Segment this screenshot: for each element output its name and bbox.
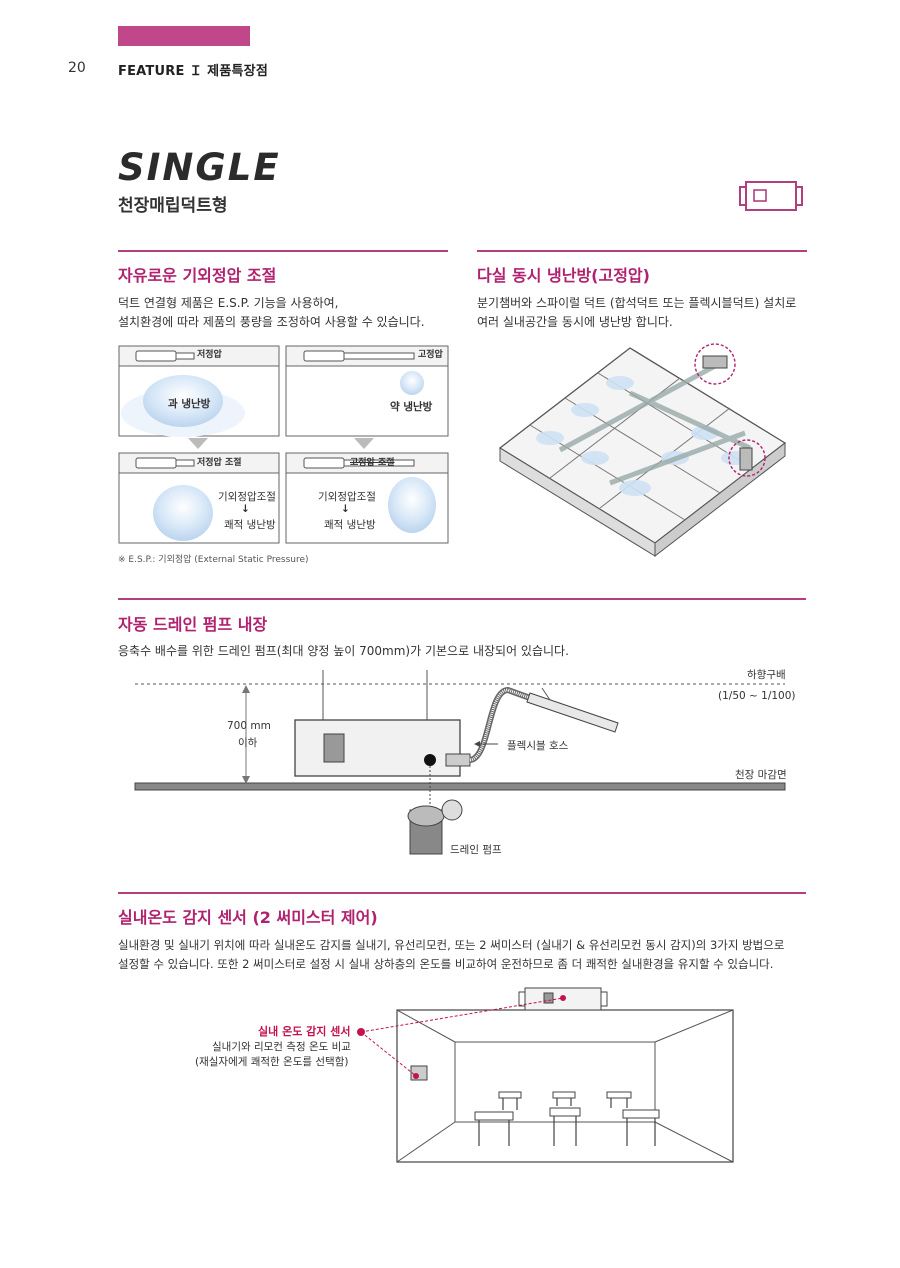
sensor-body-line2: 설정할 수 있습니다. 또한 2 써미스터로 설정 시 실내 상하층의 온도를 … bbox=[118, 957, 774, 971]
arrow-left: ↓ bbox=[241, 503, 250, 515]
slope-label: 하향구배 bbox=[747, 669, 786, 681]
section-divider bbox=[118, 892, 806, 894]
header-bar bbox=[118, 26, 250, 46]
drain-pump-diagram bbox=[134, 670, 786, 855]
label-low-adjust: 저정압 조절 bbox=[197, 458, 242, 468]
label-weak-cooling: 약 냉난방 bbox=[390, 401, 433, 413]
product-type: 천장매립덕트형 bbox=[118, 196, 228, 216]
multi-body-line1: 분기챔버와 스파이럴 덕트 (합석덕트 또는 플렉시블덕트) 설치로 bbox=[477, 296, 797, 310]
esp-body-line2: 설치환경에 따라 제품의 풍량을 조정하여 사용할 수 있습니다. bbox=[118, 315, 425, 329]
height-value: 700 mm bbox=[227, 720, 271, 732]
label-esp-adjust-right: 기외정압조절 bbox=[318, 491, 376, 503]
ceiling-label: 천장 마감면 bbox=[735, 769, 787, 781]
page-number: 20 bbox=[68, 60, 86, 76]
multi-room-diagram bbox=[498, 343, 787, 558]
sensor-room-diagram bbox=[357, 987, 734, 1163]
drain-title: 자동 드레인 펌프 내장 bbox=[118, 615, 268, 634]
sensor-callout-title: 실내 온도 감지 센서 bbox=[258, 1025, 351, 1038]
section-divider bbox=[477, 250, 807, 252]
esp-note: ※ E.S.P.: 기외정압 (External Static Pressure… bbox=[118, 555, 309, 565]
sensor-body-line1: 실내환경 및 실내기 위치에 따라 실내온도 감지를 실내기, 유선리모컨, 또… bbox=[118, 938, 785, 952]
height-suffix: 이하 bbox=[238, 737, 258, 749]
section-divider bbox=[118, 250, 448, 252]
label-high-pressure: 고정압 bbox=[418, 350, 443, 360]
label-comfort-right: 쾌적 냉난방 bbox=[324, 519, 376, 531]
product-brand: SINGLE bbox=[118, 146, 281, 189]
label-over-cooling: 과 냉난방 bbox=[168, 398, 211, 410]
multi-body-line2: 여러 실내공간을 동시에 냉난방 합니다. bbox=[477, 315, 673, 329]
sensor-callout-line1: 실내기와 리모컨 측정 온도 비교 bbox=[212, 1041, 351, 1053]
section-divider bbox=[118, 598, 806, 600]
pump-label: 드레인 펌프 bbox=[450, 844, 502, 856]
label-esp-adjust-left: 기외정압조절 bbox=[218, 491, 276, 503]
label-comfort-left: 쾌적 냉난방 bbox=[224, 519, 276, 531]
arrow-right: ↓ bbox=[341, 503, 350, 515]
sensor-callout-line2: (재실자에게 쾌적한 온도를 선택함) bbox=[195, 1056, 349, 1068]
ceiling-duct-icon bbox=[739, 181, 803, 211]
label-high-adjust: 고정압 조절 bbox=[350, 458, 395, 468]
esp-title: 자유로운 기외정압 조절 bbox=[118, 266, 277, 285]
esp-body-line1: 덕트 연결형 제품은 E.S.P. 기능을 사용하여, bbox=[118, 296, 339, 310]
section-label: FEATURE Ｉ 제품특장점 bbox=[118, 64, 268, 79]
esp-diagram bbox=[118, 345, 449, 544]
multi-title: 다실 동시 냉난방(고정압) bbox=[477, 266, 650, 285]
slope-value: (1/50 ~ 1/100) bbox=[718, 690, 796, 702]
label-low-pressure: 저정압 bbox=[197, 350, 222, 360]
drain-body: 응축수 배수를 위한 드레인 펌프(최대 양정 높이 700mm)가 기본으로 … bbox=[118, 644, 569, 658]
hose-label: 플렉시블 호스 bbox=[507, 740, 569, 752]
sensor-title: 실내온도 감지 센서 (2 써미스터 제어) bbox=[118, 908, 378, 927]
